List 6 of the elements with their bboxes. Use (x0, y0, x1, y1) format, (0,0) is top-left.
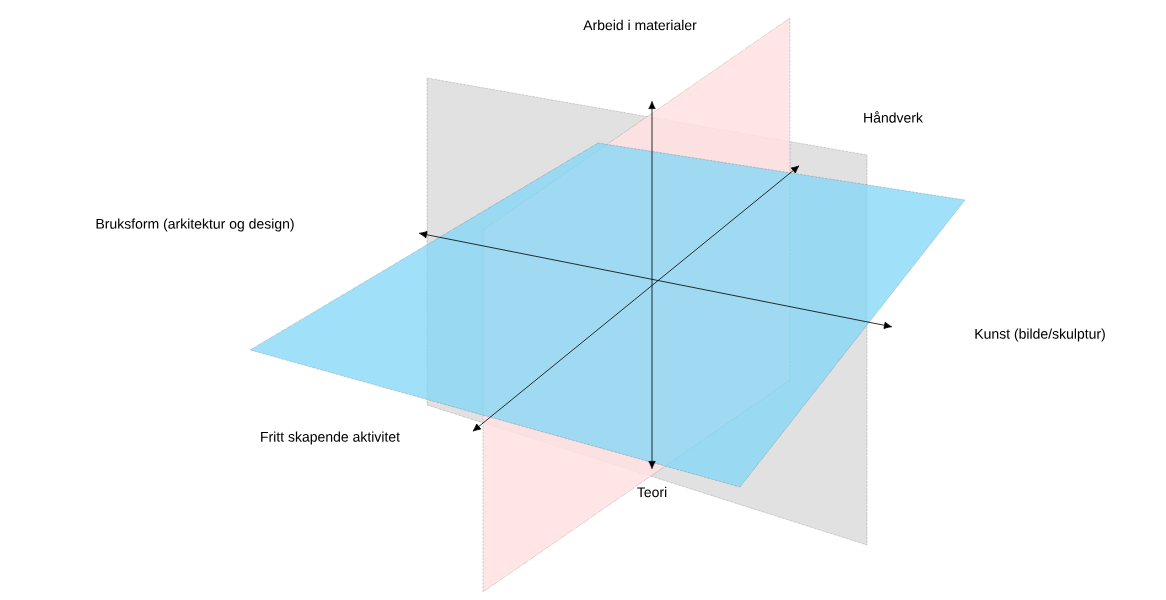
axis-label: Bruksform (arkitektur og design) (96, 218, 294, 232)
axis-label: Håndverk (864, 111, 923, 123)
axis-label: Arbeid i materialer (583, 19, 697, 31)
axis-label: Fritt skapende aktivitet (261, 431, 400, 445)
axis-label: Kunst (bilde/skulptur) (975, 328, 1105, 342)
axis-label: Teori (637, 486, 667, 498)
